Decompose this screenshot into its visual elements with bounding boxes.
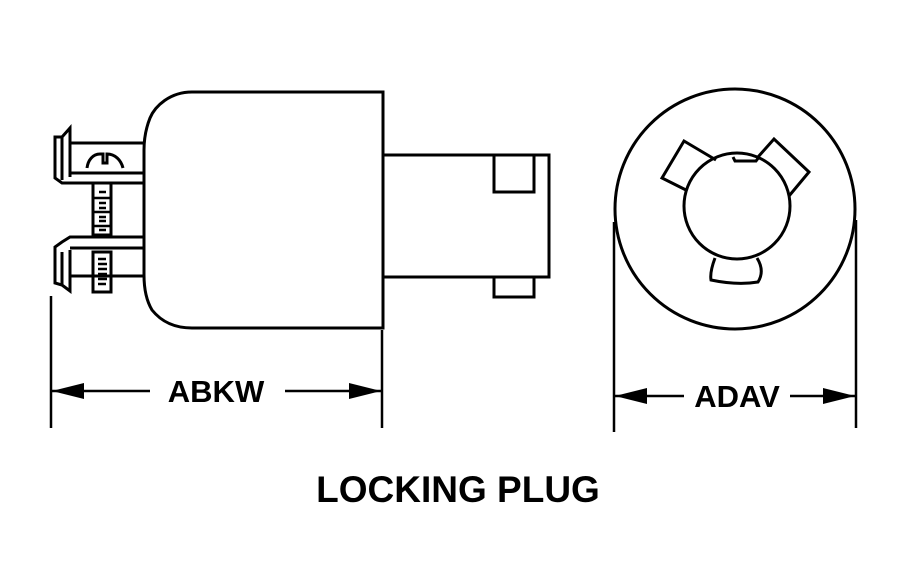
plug-face-outer-circle <box>613 87 857 331</box>
dimension-adav: ADAV <box>612 220 858 432</box>
end-view: ADAV <box>612 87 858 432</box>
plug-barrel <box>383 153 551 299</box>
arrowhead-left <box>615 388 647 404</box>
side-view: ABKW <box>49 90 551 428</box>
terminal-screw-shaft <box>91 181 113 237</box>
barrel-lower-notch <box>492 275 536 299</box>
arrowhead-right <box>349 383 381 399</box>
upper-terminal <box>53 124 144 185</box>
top-key-notch <box>731 156 761 163</box>
lower-terminal <box>53 235 144 294</box>
center-socket <box>682 151 792 261</box>
prong-left <box>659 138 717 192</box>
diagram-title: LOCKING PLUG <box>316 469 600 510</box>
prong-right <box>756 136 812 197</box>
arrowhead-right <box>823 388 855 404</box>
dimension-label-adav: ADAV <box>694 379 780 414</box>
plug-body <box>142 90 385 330</box>
dimension-label-abkw: ABKW <box>168 374 265 409</box>
barrel-upper-notch <box>492 153 536 194</box>
upper-screw-head <box>85 152 125 169</box>
dimension-abkw: ABKW <box>49 296 384 428</box>
prong-bottom <box>709 257 763 285</box>
arrowhead-left <box>52 383 84 399</box>
